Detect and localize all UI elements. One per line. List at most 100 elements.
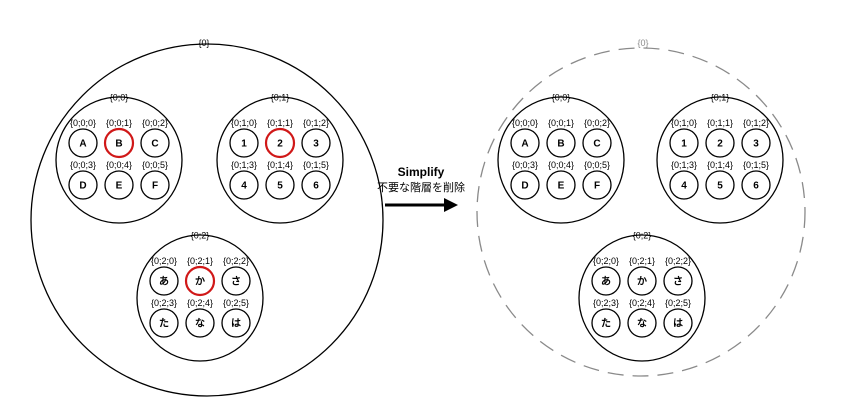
leaf-node: {0;1;5} 6 bbox=[741, 160, 771, 200]
leaf-node: {0;2;5}は bbox=[663, 298, 693, 338]
leaf-glyph: D bbox=[521, 181, 528, 192]
leaf-glyph: か bbox=[195, 276, 205, 288]
leaf-node: {0;0;0}A bbox=[510, 118, 540, 158]
leaf-glyph: た bbox=[159, 318, 169, 330]
leaf-node: {0;0;3}D bbox=[68, 160, 98, 200]
leaf-glyph: 5 bbox=[717, 181, 723, 192]
leaf-glyph: さ bbox=[673, 276, 683, 288]
leaf-label: {0;1;1} bbox=[707, 118, 733, 128]
removed-root-label: {0} bbox=[637, 38, 648, 48]
leaf-circle bbox=[265, 170, 295, 200]
leaf-node: {0;2;0}あ bbox=[149, 256, 179, 296]
leaf-glyph: 6 bbox=[753, 181, 759, 192]
leaf-node: {0;2;4}な bbox=[185, 298, 215, 338]
leaf-label: {0;2;1} bbox=[629, 256, 655, 266]
group-0: {0;0}{0;0;0}A{0;0;1}B{0;0;2}C{0;0;3}D{0;… bbox=[55, 93, 183, 224]
leaf-node: {0;2;3}た bbox=[591, 298, 621, 338]
before-tree: {0} {0;0}{0;0;0}A{0;0;1}B{0;0;2}C{0;0;3}… bbox=[30, 38, 384, 397]
leaf-glyph: B bbox=[115, 139, 122, 150]
leaf-circle bbox=[301, 128, 331, 158]
leaf-glyph: か bbox=[637, 276, 647, 288]
leaf-circle bbox=[140, 128, 170, 158]
leaf-label: {0;2;4} bbox=[187, 298, 213, 308]
leaf-circle bbox=[149, 308, 179, 338]
leaf-label: {0;2;2} bbox=[223, 256, 249, 266]
arrow-head-icon bbox=[444, 198, 458, 212]
leaf-label: {0;0;2} bbox=[584, 118, 610, 128]
leaf-label: {0;1;5} bbox=[303, 160, 329, 170]
leaf-node: {0;0;2} C bbox=[582, 118, 612, 158]
leaf-circle-highlighted bbox=[103, 127, 135, 159]
leaf-label: {0;0;5} bbox=[142, 160, 168, 170]
leaf-node: {0;1;0}1 bbox=[669, 118, 699, 158]
group-label: {0;0} bbox=[552, 93, 571, 103]
leaf-circle bbox=[627, 266, 657, 296]
leaf-node: {0;0;3} D bbox=[510, 160, 540, 200]
leaf-node: {0;0;1}B bbox=[103, 118, 135, 159]
leaf-circle bbox=[546, 128, 576, 158]
leaf-circle-highlighted bbox=[264, 127, 296, 159]
before-groups: {0;0}{0;0;0}A{0;0;1}B{0;0;2}C{0;0;3}D{0;… bbox=[55, 93, 344, 362]
leaf-node: {0;1;3} 4 bbox=[669, 160, 699, 200]
leaf-label: {0;1;4} bbox=[707, 160, 733, 170]
leaf-circle bbox=[68, 170, 98, 200]
leaf-label: {0;0;3} bbox=[512, 160, 538, 170]
leaf-node: {0;1;2} 3 bbox=[301, 118, 331, 158]
after-tree: {0} {0;0} {0;0;0}A{0;0;1}B {0;0;2} C {0;0;3}… bbox=[476, 38, 806, 377]
group-label: {0;1} bbox=[271, 93, 290, 103]
leaf-glyph: F bbox=[152, 181, 158, 192]
leaf-circle bbox=[510, 128, 540, 158]
leaf-circle bbox=[591, 266, 621, 296]
leaf-circle bbox=[627, 308, 657, 338]
leaf-label: {0;1;3} bbox=[671, 160, 697, 170]
leaf-label: {0;2;4} bbox=[629, 298, 655, 308]
leaf-glyph: E bbox=[558, 181, 565, 192]
leaf-glyph: C bbox=[593, 139, 600, 150]
leaf-node: {0;0;4} E bbox=[104, 160, 134, 200]
leaf-circle bbox=[149, 266, 179, 296]
leaf-circle bbox=[229, 128, 259, 158]
leaf-node: {0;0;1}B bbox=[546, 118, 576, 158]
leaf-label: {0;1;1} bbox=[267, 118, 293, 128]
leaf-node: {0;1;5}6 bbox=[301, 160, 331, 200]
arrow-title: Simplify bbox=[398, 165, 445, 179]
group-label: {0;2} bbox=[191, 231, 210, 241]
leaf-glyph: 4 bbox=[681, 181, 687, 192]
leaf-label: {0;2;3} bbox=[593, 298, 619, 308]
leaf-node: {0;2;5}は bbox=[221, 298, 251, 338]
leaf-circle bbox=[582, 170, 612, 200]
leaf-node: {0;1;4} 5 bbox=[265, 160, 295, 200]
leaf-node: {0;2;2}さ bbox=[663, 256, 693, 296]
leaf-glyph: 5 bbox=[277, 181, 283, 192]
leaf-circle bbox=[104, 170, 134, 200]
leaf-glyph: A bbox=[79, 139, 86, 150]
leaf-glyph: は bbox=[673, 318, 683, 330]
leaf-label: {0;0;4} bbox=[548, 160, 574, 170]
group-label: {0;1} bbox=[711, 93, 730, 103]
leaf-label: {0;0;2} bbox=[142, 118, 168, 128]
leaf-glyph: 2 bbox=[277, 139, 283, 150]
leaf-glyph: 1 bbox=[681, 139, 687, 150]
leaf-glyph: は bbox=[231, 318, 241, 330]
leaf-label: {0;2;3} bbox=[151, 298, 177, 308]
leaf-node: {0;0;2}C bbox=[140, 118, 170, 158]
leaf-node: {0;2;1}か bbox=[184, 256, 216, 297]
leaf-label: {0;1;5} bbox=[743, 160, 769, 170]
leaf-node: {0;1;3}4 bbox=[229, 160, 259, 200]
leaf-glyph: な bbox=[637, 318, 647, 330]
leaf-node: {0;0;5} F bbox=[140, 160, 170, 200]
leaf-circle bbox=[546, 170, 576, 200]
leaf-label: {0;1;2} bbox=[303, 118, 329, 128]
leaf-glyph: E bbox=[116, 181, 123, 192]
leaf-node: {0;2;4} な bbox=[627, 298, 657, 338]
leaf-glyph: 3 bbox=[313, 139, 319, 150]
simplify-arrow: Simplify 不要な階層を削除 bbox=[377, 165, 465, 212]
leaf-glyph: さ bbox=[231, 276, 241, 288]
leaf-label: {0;1;4} bbox=[267, 160, 293, 170]
group-2: {0;2} {0;2;0}あ{0;2;1}か {0;2;2} さ {0;2;3} た {0;… bbox=[136, 231, 264, 362]
group-label: {0;0} bbox=[110, 93, 129, 103]
removed-root-circle bbox=[476, 47, 806, 377]
leaf-circle bbox=[582, 128, 612, 158]
leaf-label: {0;0;4} bbox=[106, 160, 132, 170]
